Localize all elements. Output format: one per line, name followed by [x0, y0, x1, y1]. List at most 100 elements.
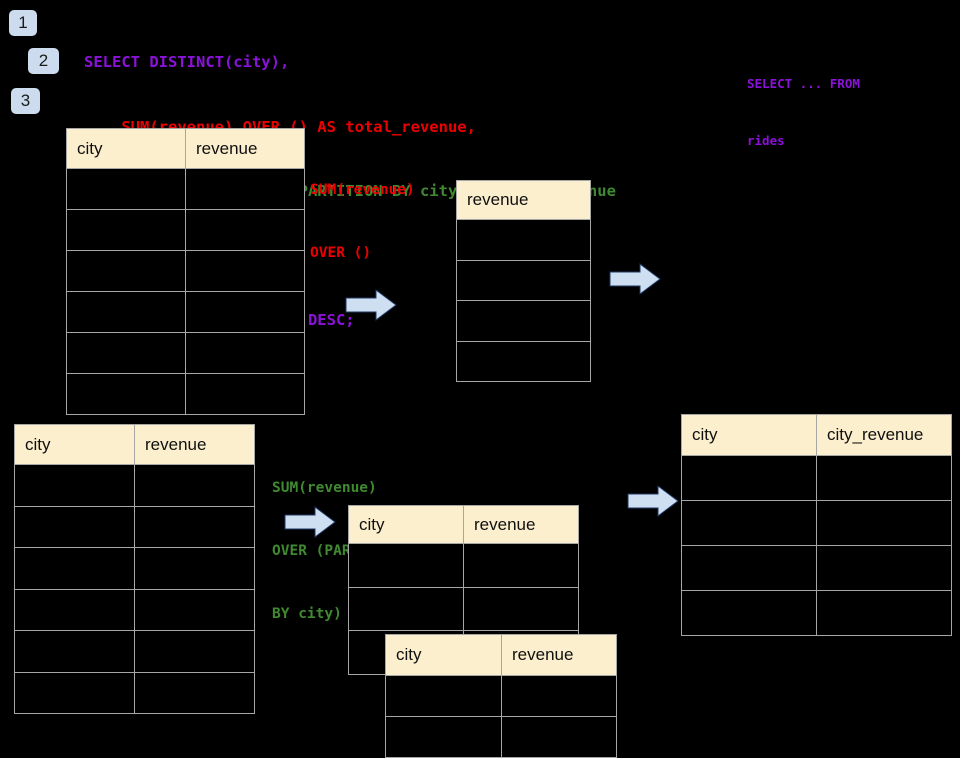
cell-city: [14, 464, 135, 507]
cell-city: [348, 586, 464, 632]
column-header-revenue: revenue: [134, 424, 255, 465]
table-row: [348, 543, 579, 588]
table-row: [66, 332, 305, 374]
table-row: [14, 464, 255, 507]
table-row: [681, 455, 952, 501]
column-header-city-revenue: city_revenue: [816, 414, 952, 456]
table-body: [681, 455, 952, 636]
cell-city-revenue: [816, 545, 952, 591]
arrow-source-to-total: [344, 288, 398, 322]
annotation-city-revenue-line-1: SUM(revenue): [272, 480, 377, 496]
diagram-canvas: 1 2 3 SELECT DISTINCT(city), SUM(revenue…: [9, 10, 952, 758]
table-row: [456, 219, 591, 261]
cell-city: [681, 455, 817, 501]
column-header-city: city: [348, 505, 464, 544]
table-header-row: city revenue: [348, 505, 579, 544]
table-row: [66, 168, 305, 210]
cell-city-revenue: [816, 455, 952, 501]
table-row: [456, 300, 591, 342]
table-row: [66, 291, 305, 333]
table-body: [66, 168, 305, 415]
column-header-city: city: [681, 414, 817, 456]
step-badge-2: 2: [28, 48, 59, 74]
table-header-row: city revenue: [385, 634, 617, 676]
table-header-row: city city_revenue: [681, 414, 952, 456]
cell-city: [348, 543, 464, 588]
cell-revenue: [185, 373, 305, 415]
cell-revenue: [134, 547, 255, 590]
cell-revenue: [501, 716, 617, 758]
cell-revenue: [463, 586, 579, 632]
arrow-total-to-out: [608, 262, 662, 296]
cell-city: [385, 675, 502, 717]
step-badge-3: 3: [11, 88, 40, 114]
cell-revenue: [456, 340, 591, 382]
cell-city: [66, 291, 186, 333]
cell-revenue: [185, 209, 305, 251]
table-row: [66, 250, 305, 292]
arrow-partition-to-result: [626, 484, 680, 518]
cell-revenue: [134, 588, 255, 631]
cell-city: [66, 250, 186, 292]
step-badge-2-label: 2: [38, 51, 49, 70]
cell-city: [66, 373, 186, 415]
cell-revenue: [134, 630, 255, 673]
cell-city: [14, 630, 135, 673]
column-header-revenue: revenue: [463, 505, 579, 544]
table-row: [385, 716, 617, 758]
column-header-revenue: revenue: [456, 180, 591, 220]
cell-revenue: [456, 300, 591, 342]
cell-city: [14, 671, 135, 714]
column-header-city: city: [66, 128, 186, 169]
table-row: [14, 630, 255, 673]
side-query-label: SELECT ... FROM rides: [747, 36, 860, 188]
cell-revenue: [185, 291, 305, 333]
table-result: city city_revenue: [681, 414, 952, 636]
table-row: [681, 545, 952, 591]
cell-revenue: [501, 675, 617, 717]
cell-city: [681, 545, 817, 591]
cell-revenue: [456, 219, 591, 261]
table-source-bottom: city revenue: [14, 424, 255, 714]
annotation-total-revenue-line-2: OVER (): [310, 245, 372, 261]
table-row: [348, 586, 579, 632]
column-header-revenue: revenue: [185, 128, 305, 169]
cell-city: [66, 168, 186, 210]
cell-revenue: [134, 505, 255, 548]
table-partition-front: city revenue: [385, 634, 617, 758]
table-header-row: city revenue: [14, 424, 255, 465]
cell-city: [681, 500, 817, 546]
cell-city: [66, 209, 186, 251]
table-body: [14, 464, 255, 714]
cell-revenue: [185, 250, 305, 292]
cell-city: [14, 588, 135, 631]
table-row: [456, 340, 591, 382]
table-body: [385, 675, 617, 758]
step-badge-1-label: 1: [18, 13, 28, 32]
table-row: [66, 209, 305, 251]
table-row: [14, 505, 255, 548]
cell-revenue: [134, 671, 255, 714]
table-row: [385, 675, 617, 717]
table-row: [681, 590, 952, 636]
cell-city: [14, 547, 135, 590]
cell-city-revenue: [816, 590, 952, 636]
table-header-row: revenue: [456, 180, 591, 220]
cell-city-revenue: [816, 500, 952, 546]
table-row: [681, 500, 952, 546]
column-header-city: city: [385, 634, 502, 676]
table-source-top: city revenue: [66, 128, 305, 415]
cell-city: [14, 505, 135, 548]
table-row: [456, 259, 591, 301]
column-header-revenue: revenue: [501, 634, 617, 676]
cell-revenue: [463, 543, 579, 588]
cell-city: [681, 590, 817, 636]
cell-city: [385, 716, 502, 758]
cell-revenue: [185, 168, 305, 210]
cell-revenue: [185, 332, 305, 374]
table-row: [14, 671, 255, 714]
table-row: [14, 547, 255, 590]
cell-city: [66, 332, 186, 374]
cell-revenue: [456, 259, 591, 301]
column-header-city: city: [14, 424, 135, 465]
